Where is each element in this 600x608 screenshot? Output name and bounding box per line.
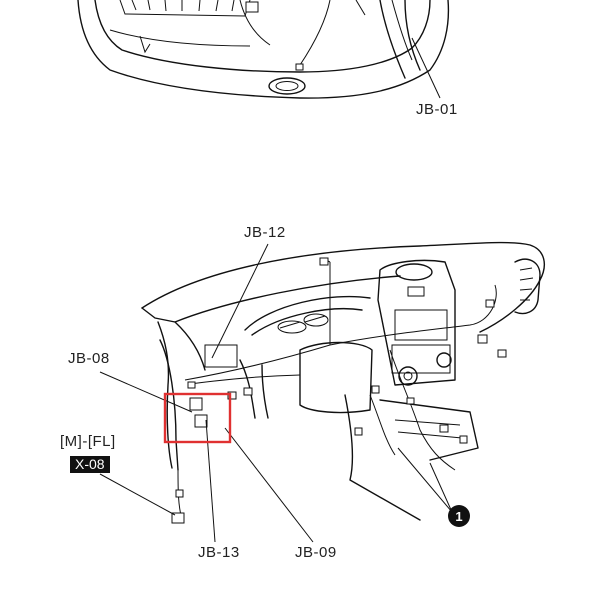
callout-leader-b — [429, 462, 453, 513]
label-jb-13: JB-13 — [198, 544, 240, 561]
label-jb-08: JB-08 — [68, 350, 110, 367]
jb01-leader — [411, 37, 441, 99]
car-front-bumper-drawing — [77, 0, 450, 99]
callout-number: 1 — [455, 509, 462, 524]
label-jb-09: JB-09 — [295, 544, 337, 561]
label-jb-12: JB-12 — [244, 224, 286, 241]
highlight-box — [163, 392, 232, 444]
jb08-leader — [99, 371, 193, 413]
x08-leader — [99, 473, 176, 516]
leader-lines — [99, 243, 453, 543]
label-jb-01: JB-01 — [416, 101, 458, 118]
label-connector-code: [M]-[FL] — [60, 433, 116, 450]
callout-badge — [448, 505, 470, 527]
jb09-leader — [224, 427, 314, 543]
jb13-leader — [205, 419, 216, 543]
callout-leader-a — [397, 447, 453, 513]
label-x-08: X-08 — [70, 456, 110, 473]
dashboard-drawing — [141, 241, 546, 524]
jb12-leader — [211, 243, 269, 359]
